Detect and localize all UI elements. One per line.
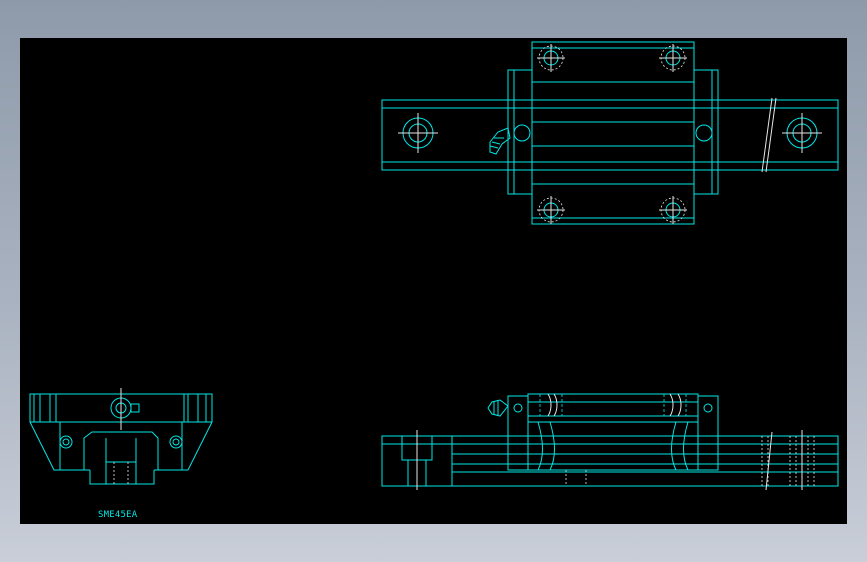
side-end-plate-right	[697, 395, 719, 471]
top-rail	[381, 99, 839, 171]
part-label: SME45EA	[98, 510, 138, 520]
grease-nipple-side	[487, 399, 509, 417]
side-rail	[381, 435, 839, 487]
cad-drawing-canvas	[29, 41, 839, 491]
end-seal-left	[507, 69, 533, 195]
cad-viewport[interactable]: SME45EA	[20, 38, 847, 524]
grease-nipple-end	[110, 388, 140, 430]
side-view	[381, 393, 839, 491]
end-seal-right	[693, 69, 719, 195]
side-end-plate-left	[507, 395, 529, 471]
end-rail-profile	[83, 431, 159, 470]
rail-hole-right	[782, 113, 822, 153]
carriage-holes	[537, 44, 687, 224]
carriage-block	[531, 41, 695, 225]
rail-hole-left	[398, 113, 438, 153]
top-view	[381, 41, 839, 225]
side-carriage	[527, 393, 699, 471]
end-view	[29, 388, 213, 485]
grease-nipple-top	[489, 127, 511, 155]
